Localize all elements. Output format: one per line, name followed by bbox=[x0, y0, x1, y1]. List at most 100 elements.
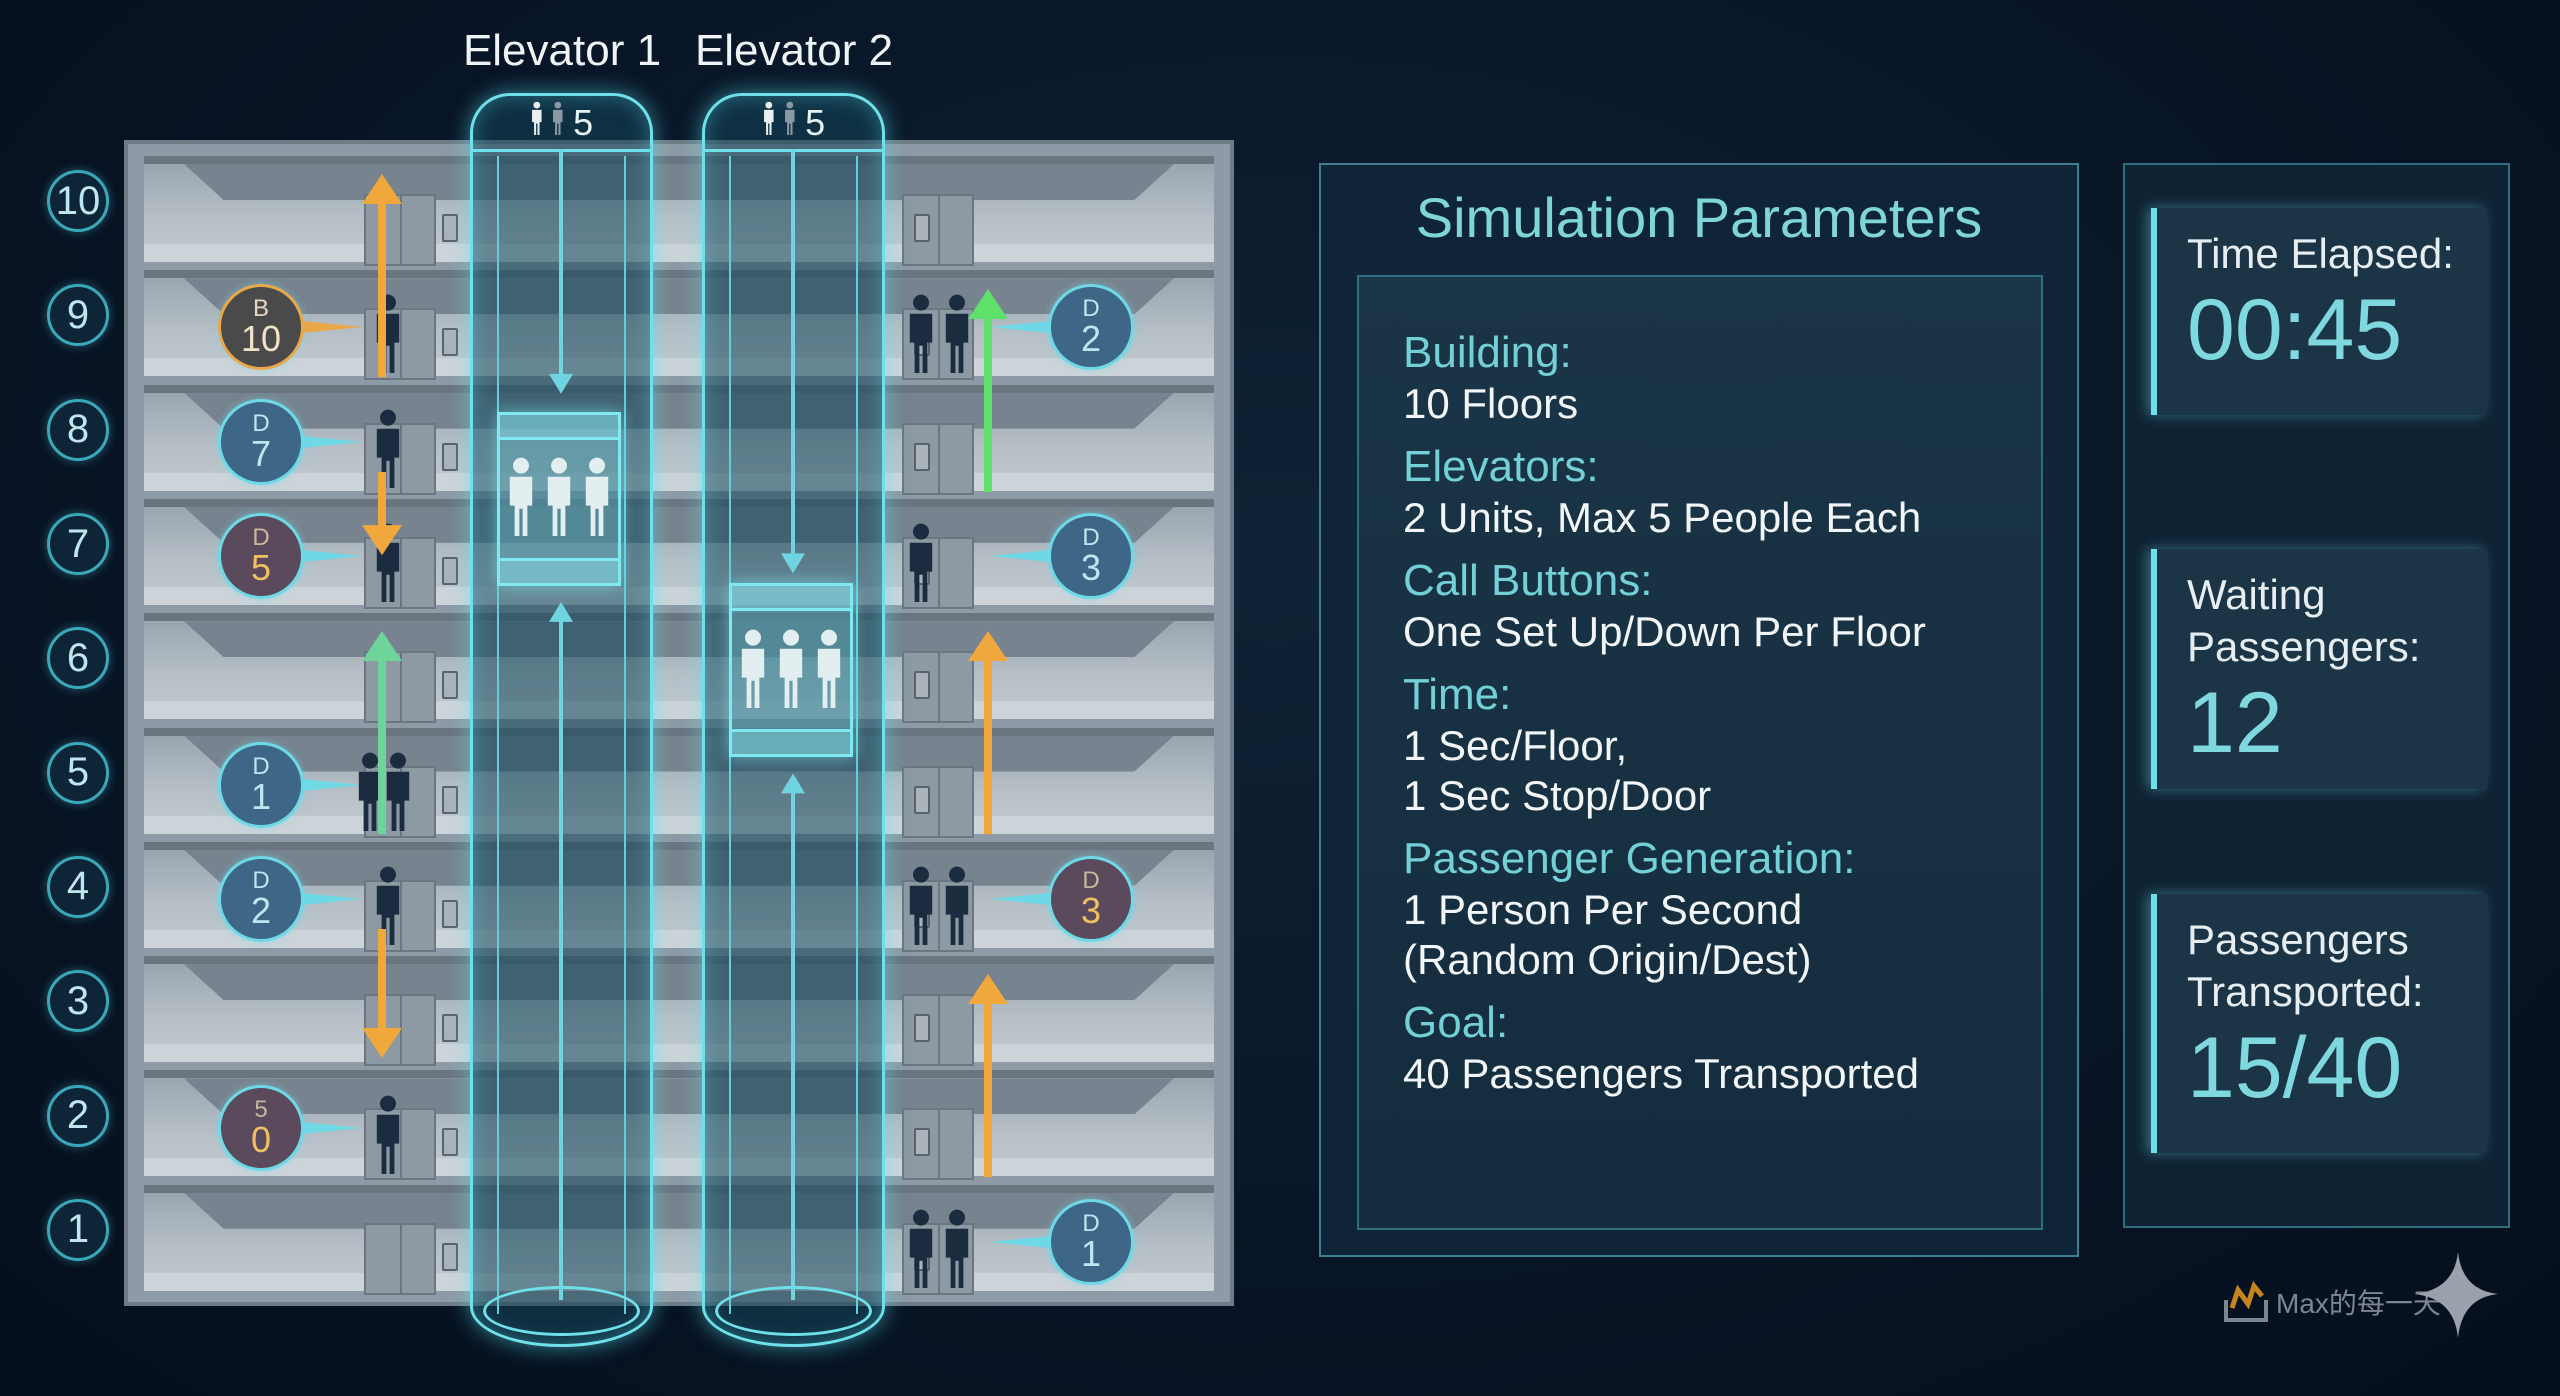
call-button-panel[interactable] bbox=[914, 785, 930, 814]
passenger-direction-arrow bbox=[968, 631, 1008, 835]
floor-label-4: 4 bbox=[47, 855, 109, 918]
stat-card: Waiting Passengers:12 bbox=[2151, 549, 2487, 789]
bubble-letter: D bbox=[1082, 866, 1100, 894]
elevator-door bbox=[364, 194, 436, 266]
ceiling bbox=[184, 849, 1174, 886]
waiting-passenger bbox=[941, 293, 973, 378]
passenger-icon bbox=[581, 456, 613, 541]
parameter-value: 2 Units, Max 5 People Each bbox=[1403, 494, 1922, 541]
elevator-car-2 bbox=[729, 583, 853, 758]
bubble-pointer bbox=[990, 550, 1050, 563]
call-button-panel[interactable] bbox=[442, 556, 458, 585]
parameter-label: Goal: bbox=[1403, 998, 1509, 1047]
stat-value: 15/40 bbox=[2187, 1020, 2403, 1116]
bubble-pointer bbox=[990, 321, 1050, 334]
parameter-item: Goal:40 Passengers Transported bbox=[1403, 997, 2041, 1099]
bubble-pointer bbox=[302, 778, 362, 791]
floor-label-2: 2 bbox=[47, 1084, 109, 1147]
bubble-number: 10 bbox=[240, 318, 282, 360]
passenger-direction-arrow bbox=[362, 631, 402, 835]
elevator-door bbox=[364, 422, 436, 495]
floor-row bbox=[144, 727, 1214, 838]
floor-label-7: 7 bbox=[47, 513, 109, 576]
bubble-pointer bbox=[302, 435, 362, 448]
parameter-item: Building:10 Floors bbox=[1403, 327, 2041, 429]
passenger-direction-arrow bbox=[362, 928, 402, 1058]
call-button-panel[interactable] bbox=[442, 1128, 458, 1157]
person-icon bbox=[530, 101, 544, 144]
floor-label-5: 5 bbox=[47, 741, 109, 804]
ceiling bbox=[184, 164, 1174, 200]
bubble-letter: D bbox=[1082, 295, 1100, 323]
parameter-label: Building: bbox=[1403, 328, 1572, 377]
waiting-passenger bbox=[905, 1208, 937, 1293]
shaft-rails bbox=[497, 156, 626, 1314]
floor-label-9: 9 bbox=[47, 284, 109, 347]
parameter-value: 1 Sec/Floor, 1 Sec Stop/Door bbox=[1403, 722, 1712, 819]
passenger-icon bbox=[813, 628, 845, 713]
elevator-door bbox=[364, 308, 436, 381]
bubble-pointer bbox=[990, 892, 1050, 905]
call-button-panel[interactable] bbox=[442, 1014, 458, 1043]
bubble-pointer bbox=[302, 321, 362, 334]
stat-label: Time Elapsed: bbox=[2187, 230, 2454, 277]
passenger-icon bbox=[505, 456, 537, 541]
parameter-value: 1 Person Per Second (Random Origin/Dest) bbox=[1403, 886, 1812, 983]
bubble-number: 0 bbox=[250, 1118, 272, 1160]
floor-label-3: 3 bbox=[47, 970, 109, 1033]
ceiling bbox=[184, 506, 1174, 543]
waiting-passenger bbox=[372, 1094, 404, 1179]
stat-label: Passengers Transported: bbox=[2187, 916, 2424, 1015]
stat-value: 00:45 bbox=[2187, 282, 2403, 378]
bubble-number: 3 bbox=[1080, 547, 1102, 589]
bubble-letter: D bbox=[252, 524, 270, 552]
call-button-panel[interactable] bbox=[442, 328, 458, 357]
call-button-panel[interactable] bbox=[442, 671, 458, 700]
bubble-number: 7 bbox=[250, 432, 272, 474]
passenger-direction-arrow bbox=[968, 974, 1008, 1178]
passenger-icon bbox=[775, 628, 807, 713]
ceiling bbox=[184, 392, 1174, 429]
bubble-letter: D bbox=[1082, 1209, 1100, 1237]
watermark: Max的每一天 bbox=[2222, 1280, 2441, 1324]
bubble-letter: D bbox=[252, 752, 270, 780]
elevator-door bbox=[364, 1108, 436, 1181]
logo-icon bbox=[2224, 1280, 2268, 1322]
person-icon bbox=[783, 101, 797, 144]
passenger-direction-arrow bbox=[362, 471, 402, 555]
call-button-panel[interactable] bbox=[914, 442, 930, 471]
call-button-panel[interactable] bbox=[914, 1128, 930, 1157]
floor-row bbox=[144, 156, 1214, 266]
panel-title: Simulation Parameters bbox=[1415, 186, 1983, 249]
call-button-panel[interactable] bbox=[914, 671, 930, 700]
parameter-label: Elevators: bbox=[1403, 442, 1599, 491]
person-icon bbox=[762, 101, 776, 144]
bubble-pointer bbox=[302, 1121, 362, 1134]
floor-label-1: 1 bbox=[47, 1198, 109, 1261]
parameter-value: 10 Floors bbox=[1403, 380, 1579, 427]
simulation-parameters-panel: Simulation Parameters Building:10 Floors… bbox=[1319, 163, 2079, 1257]
capacity-value: 5 bbox=[805, 101, 826, 143]
bubble-letter: 5 bbox=[254, 1095, 268, 1123]
parameter-item: Passenger Generation:1 Person Per Second… bbox=[1403, 833, 2041, 985]
call-button-panel[interactable] bbox=[442, 785, 458, 814]
call-button-panel[interactable] bbox=[442, 214, 458, 242]
call-button-panel[interactable] bbox=[442, 1242, 458, 1271]
bubble-pointer bbox=[990, 1235, 1050, 1248]
call-button-panel[interactable] bbox=[442, 442, 458, 471]
waiting-passenger bbox=[941, 865, 973, 950]
call-button-panel[interactable] bbox=[914, 1014, 930, 1043]
ceiling bbox=[184, 1078, 1174, 1115]
call-button-panel[interactable] bbox=[914, 214, 930, 242]
bubble-number: 1 bbox=[250, 775, 272, 817]
elevator-car-1 bbox=[497, 411, 621, 586]
passenger-icon bbox=[543, 456, 575, 541]
call-button-panel[interactable] bbox=[442, 899, 458, 928]
bubble-number: 3 bbox=[1080, 889, 1102, 931]
